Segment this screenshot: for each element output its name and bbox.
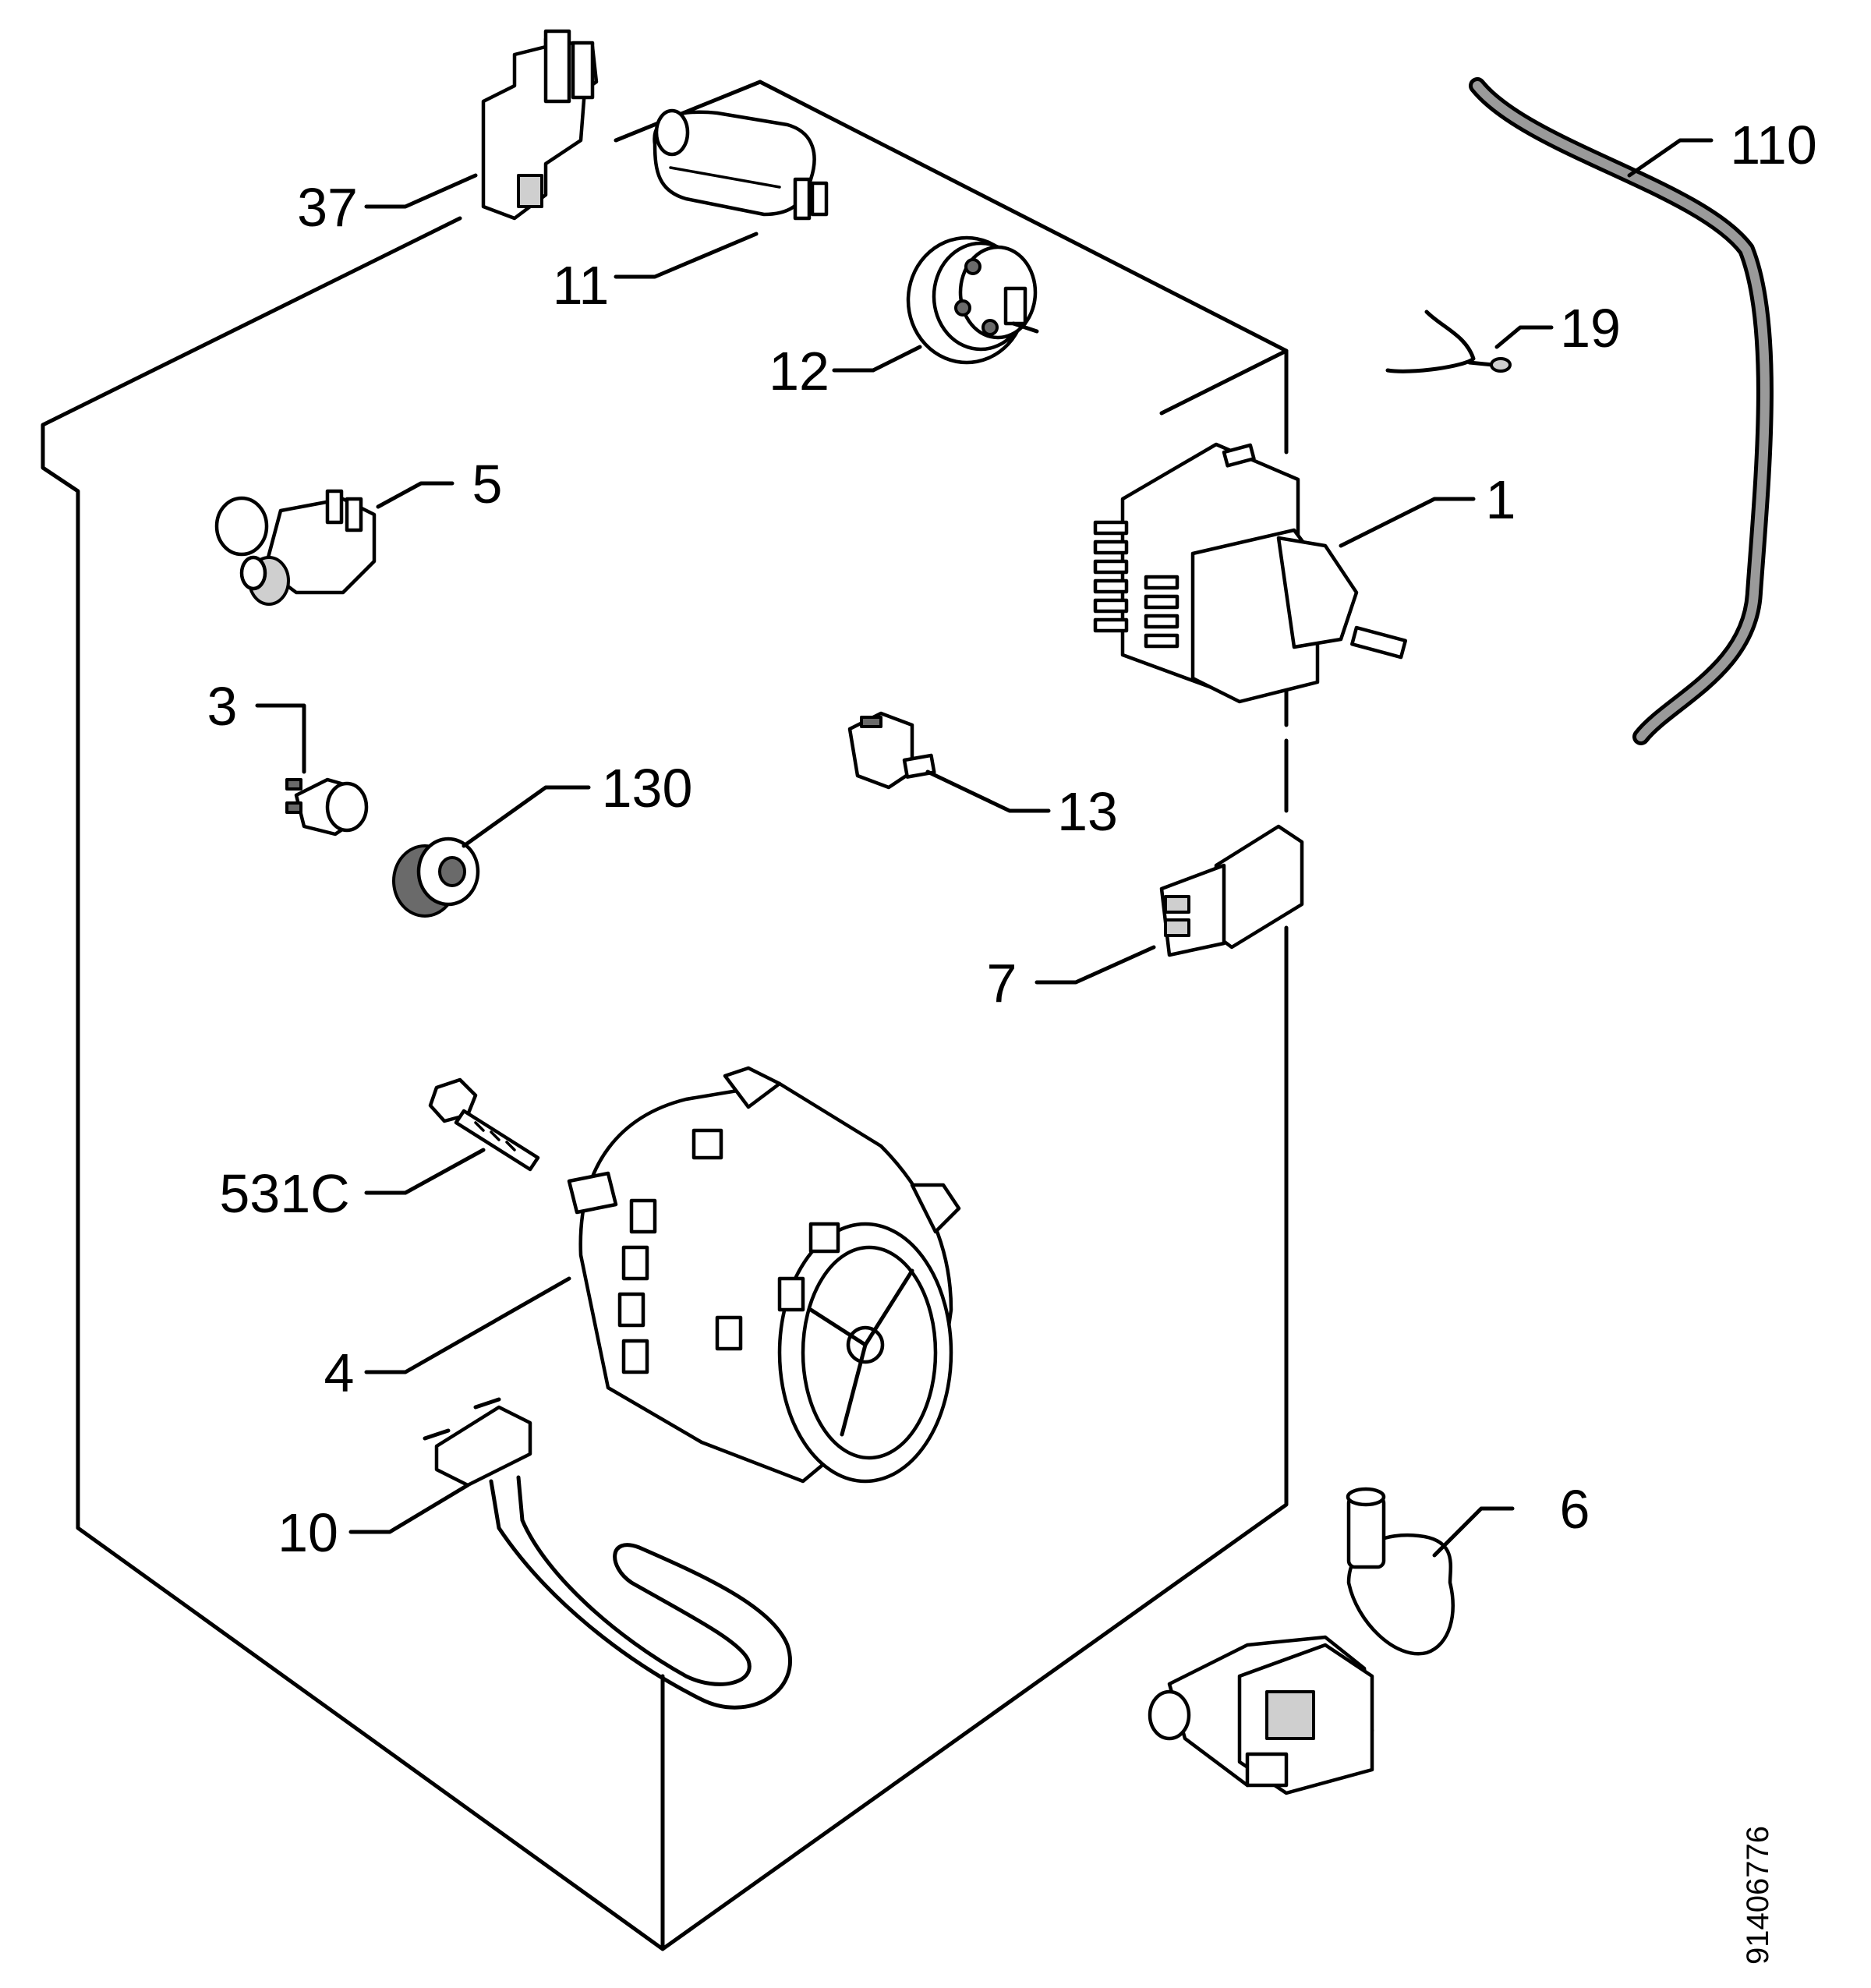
callout-3: 3 [207, 676, 238, 737]
drawing-number: 91406776 [1741, 1826, 1775, 1965]
part-110-hose [1469, 77, 1774, 745]
part-3-indicator-lamp [285, 777, 369, 837]
callout-12: 12 [769, 341, 829, 401]
part-13-connector [847, 711, 936, 790]
leader-lines [255, 138, 1714, 1558]
callout-6: 6 [1560, 1479, 1590, 1540]
part-12-pressure-switch [906, 235, 1039, 365]
callout-11: 11 [553, 255, 610, 316]
callout-110: 110 [1730, 115, 1817, 175]
part-11-capacitor [653, 108, 829, 221]
callout-4: 4 [324, 1342, 355, 1403]
motor-vents [617, 1128, 840, 1374]
part-19-clip [1385, 310, 1512, 373]
callout-19: 19 [1560, 298, 1621, 359]
timer-contacts [1093, 520, 1180, 649]
callout-10: 10 [278, 1502, 338, 1563]
callout-37: 37 [297, 177, 358, 238]
cabinet-outline [41, 80, 1289, 1951]
part-7-suppressor [1159, 824, 1304, 957]
callout-13: 13 [1057, 781, 1118, 842]
callout-1: 1 [1486, 469, 1516, 530]
part-6-drain-pump [1148, 1487, 1455, 1795]
part-130-grommet [392, 837, 480, 918]
callout-531c: 531C [219, 1163, 349, 1224]
part-5-water-valve [214, 489, 377, 606]
part-37-door-lock-bracket [481, 29, 599, 221]
part-531c-screw [428, 1077, 540, 1172]
callout-7: 7 [987, 953, 1017, 1013]
callout-5: 5 [472, 454, 503, 515]
callout-130: 130 [602, 758, 693, 819]
part-1-timer [1093, 442, 1408, 704]
part-4-motor [567, 1066, 961, 1484]
part-10-heater [423, 1397, 792, 1710]
callout-labels: 37 11 12 110 19 5 1 3 130 13 7 531C 4 10… [207, 115, 1817, 1563]
